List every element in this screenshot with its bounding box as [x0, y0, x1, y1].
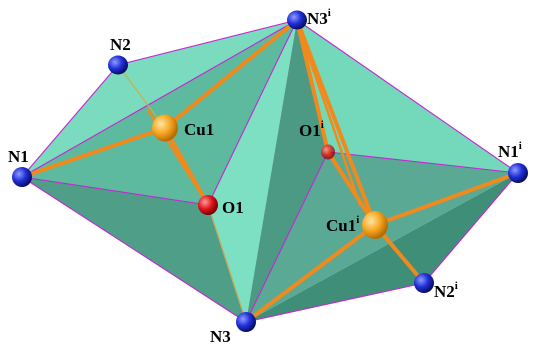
atom-N3 [236, 312, 256, 332]
label-N2i: N2i [434, 280, 458, 301]
atom-N2i [414, 273, 434, 293]
atom-labels: N2 N3i N1 Cu1 O1i N1i O1 Cu1i N2i N3 [8, 7, 522, 346]
polyhedron-faces [22, 20, 518, 322]
label-N1: N1 [8, 147, 29, 166]
atom-N2 [108, 55, 128, 75]
label-O1i: O1i [299, 119, 324, 140]
label-Cu1: Cu1 [184, 120, 214, 139]
label-N3i: N3i [307, 7, 331, 28]
atom-O1i [321, 144, 335, 160]
label-N3: N3 [210, 327, 231, 346]
face-right-center [246, 152, 518, 322]
atom-Cu1 [152, 114, 178, 142]
label-N2: N2 [110, 35, 131, 54]
face-center-light [208, 20, 297, 322]
atom-Cu1i [362, 211, 388, 239]
face-left-center [22, 20, 297, 205]
atom-N1 [12, 167, 32, 187]
atom-O1 [198, 195, 218, 215]
atom-N3i [287, 10, 307, 30]
atoms [12, 10, 528, 332]
label-N1i: N1i [498, 140, 522, 161]
label-Cu1i: Cu1i [326, 214, 359, 235]
face-center-dark [246, 20, 328, 322]
atom-N1i [508, 163, 528, 183]
label-O1: O1 [222, 198, 244, 217]
